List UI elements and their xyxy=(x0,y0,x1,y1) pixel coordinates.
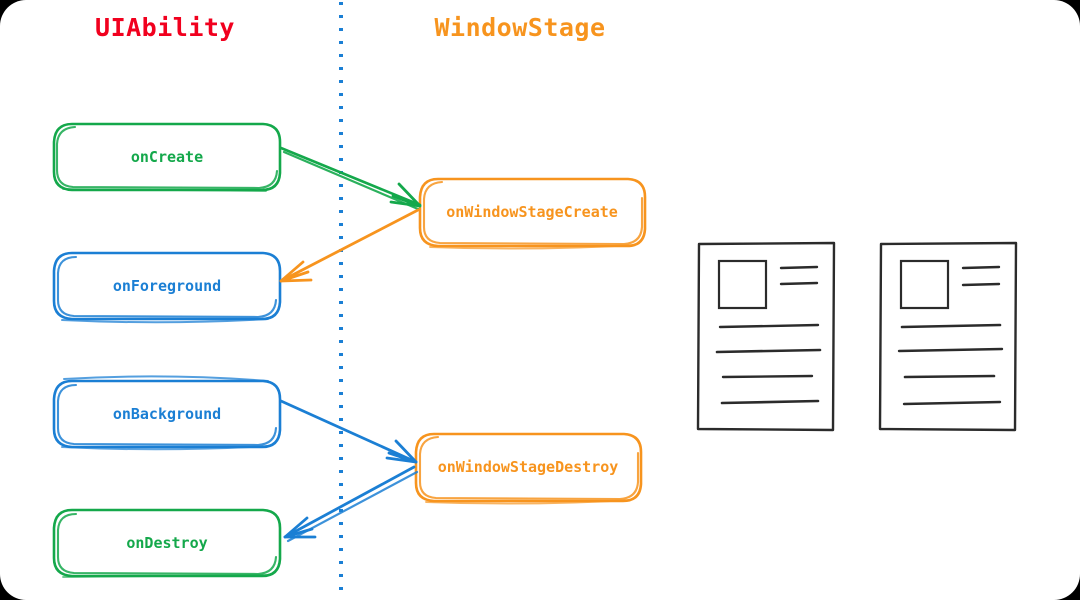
node-onCreate[interactable] xyxy=(52,122,282,192)
document-1-icon xyxy=(696,241,836,432)
node-onForeground-hit[interactable] xyxy=(54,252,280,320)
arrow-background-to-wsd xyxy=(279,399,418,464)
node-onCreate-hit[interactable] xyxy=(54,123,280,191)
arrow-create-to-wsc xyxy=(279,146,422,211)
column-header-uiability: UIAbility xyxy=(95,13,235,42)
node-onBackground-hit[interactable] xyxy=(54,380,280,448)
node-onWindowStageDestroy[interactable] xyxy=(414,432,643,505)
arrow-wsc-to-foreground xyxy=(279,208,420,283)
node-onWindowStageDestroy-hit[interactable] xyxy=(417,433,640,501)
arrow-wsd-to-destroy xyxy=(283,465,419,543)
node-onWindowStageCreate-hit[interactable] xyxy=(421,178,644,246)
column-header-windowstage: WindowStage xyxy=(434,13,606,42)
node-onDestroy[interactable] xyxy=(52,508,282,578)
node-onDestroy-hit[interactable] xyxy=(54,509,280,577)
document-2-icon xyxy=(878,241,1018,432)
node-onForeground[interactable] xyxy=(52,251,282,324)
node-onWindowStageCreate[interactable] xyxy=(418,177,647,250)
node-onBackground[interactable] xyxy=(52,375,282,451)
